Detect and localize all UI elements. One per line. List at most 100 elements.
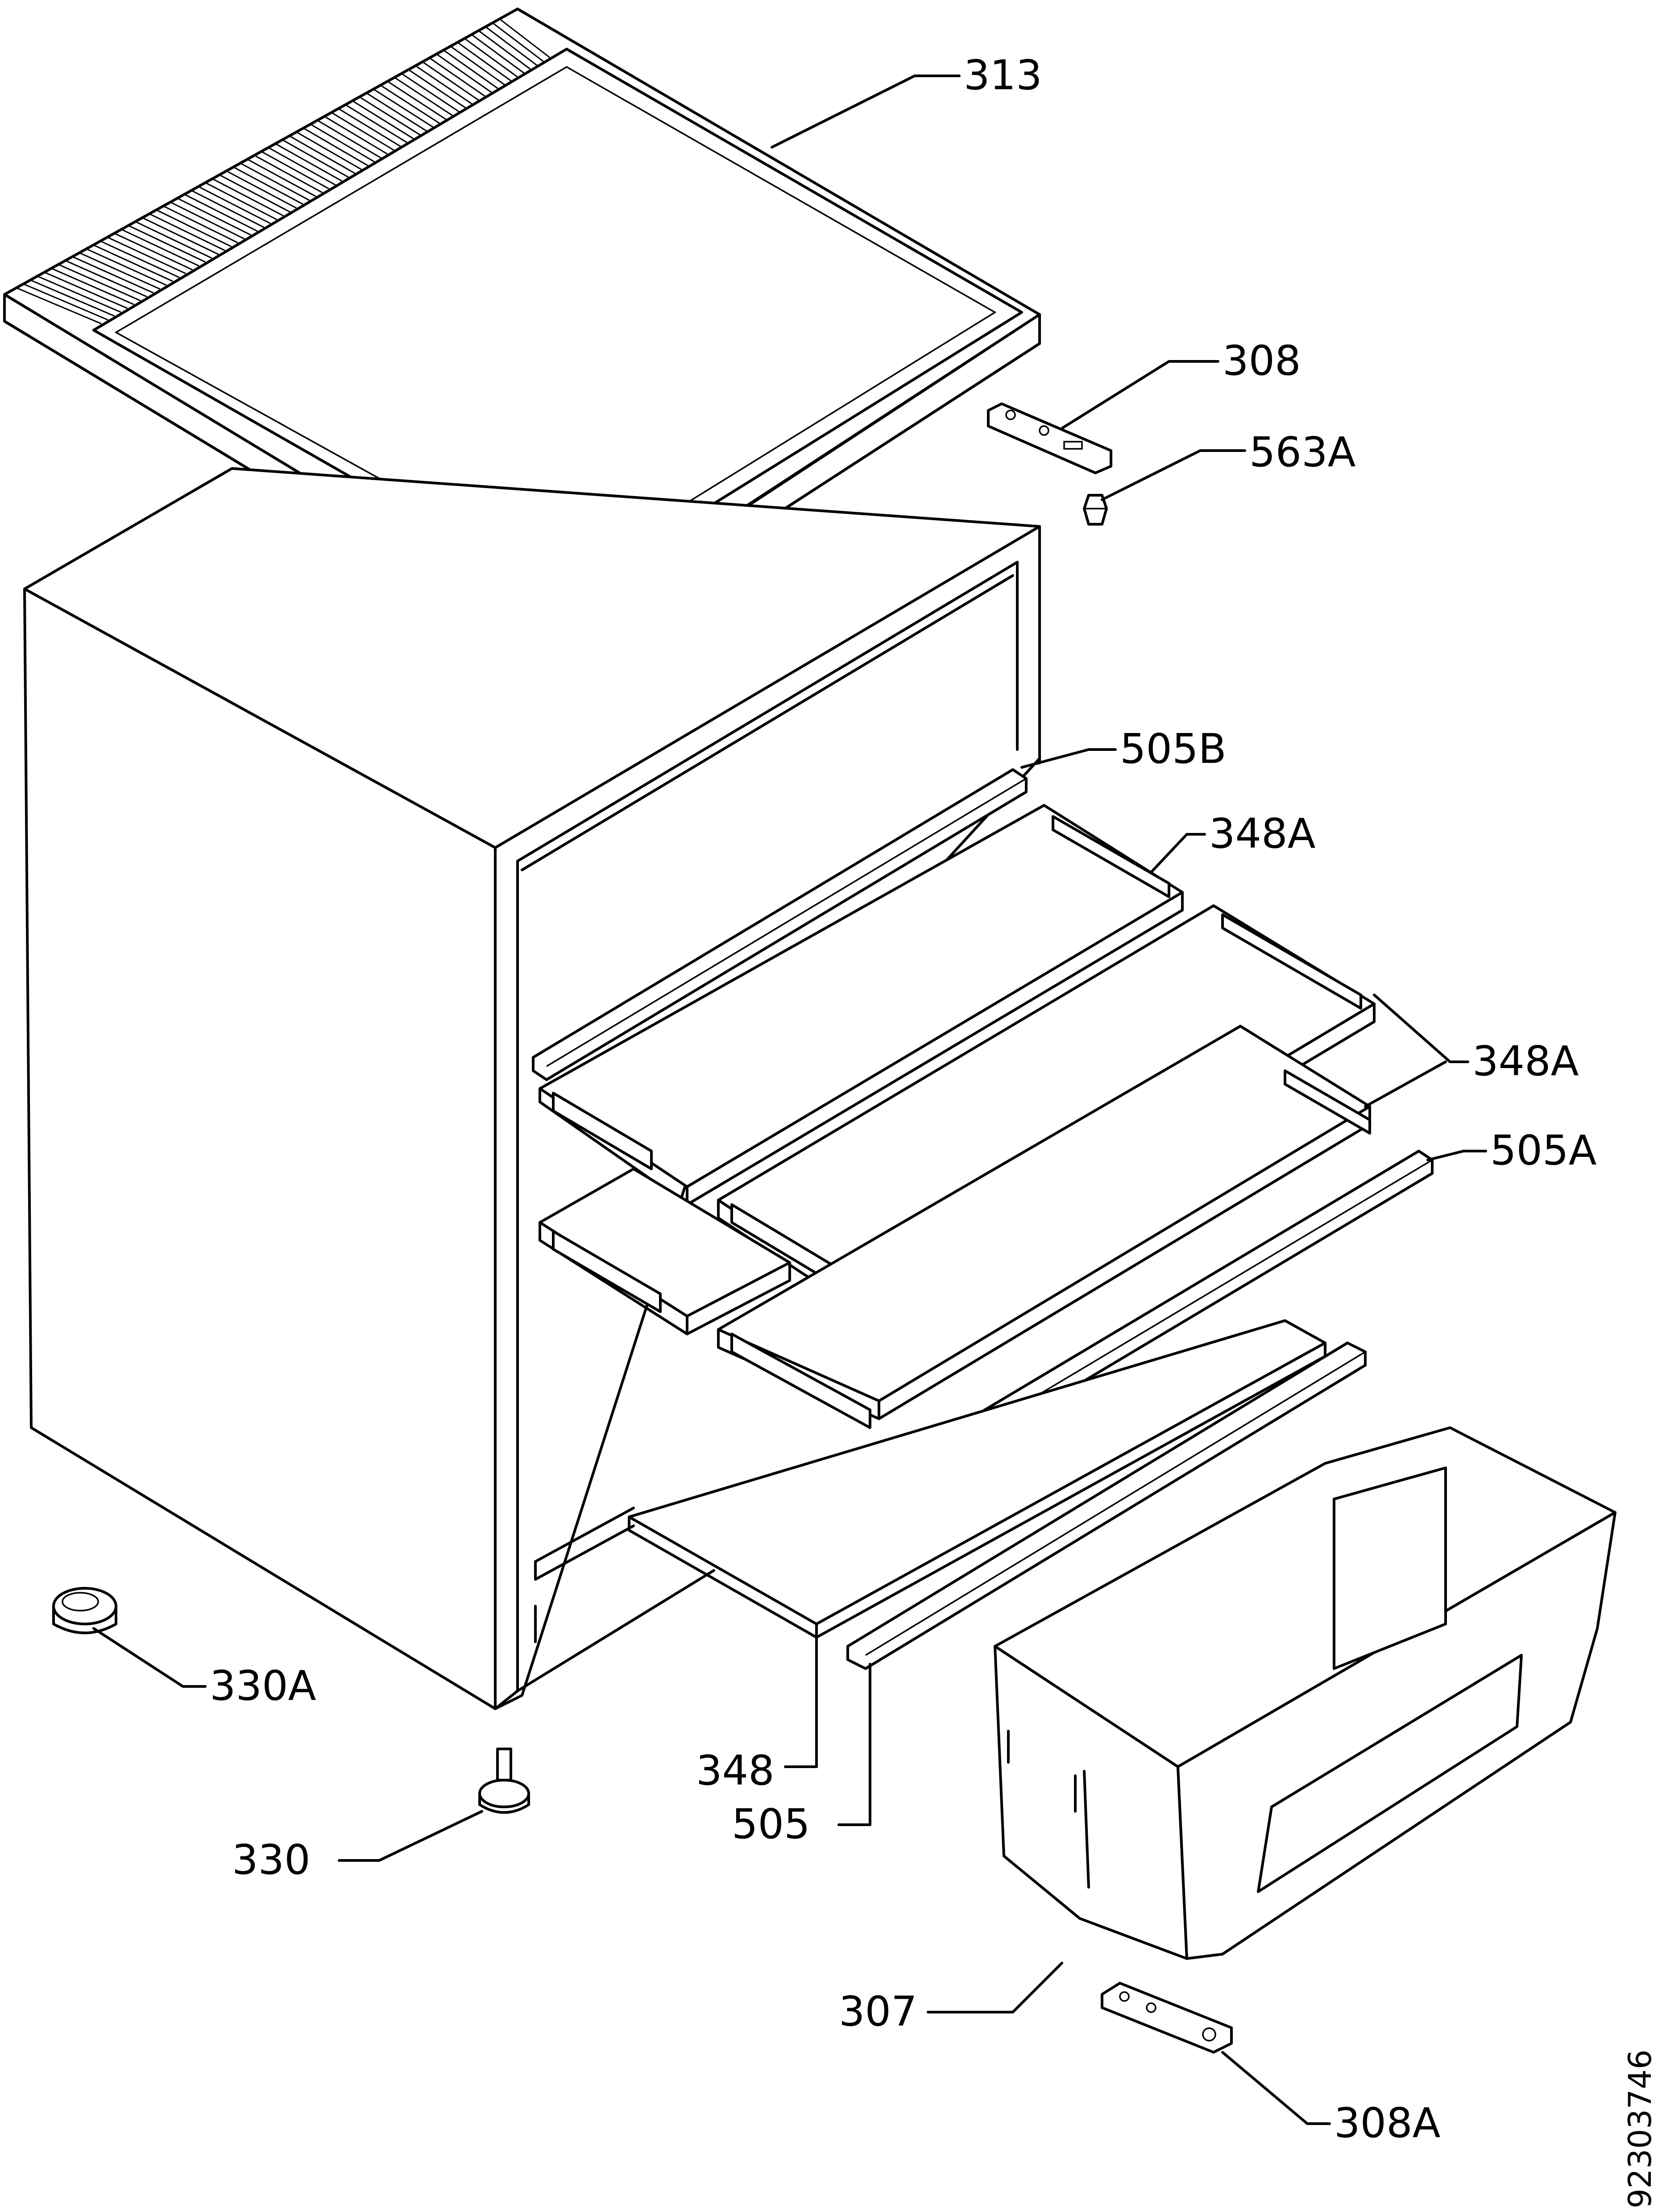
grille-slot	[227, 170, 297, 209]
top-cover	[3, 8, 1041, 657]
grille-slot	[318, 120, 381, 159]
grille-slot	[325, 116, 388, 155]
grille-slot	[437, 54, 492, 93]
grille-slot	[472, 35, 525, 74]
grille-slot	[58, 264, 141, 302]
label-313: 313	[964, 51, 1042, 99]
grille-slot	[220, 174, 290, 213]
label-348a-upper: 348A	[1209, 810, 1316, 857]
grille-slot	[199, 186, 271, 224]
grille-slot	[374, 89, 434, 128]
grille-slot	[192, 190, 265, 228]
grille-slot	[72, 256, 154, 294]
grille-slot	[409, 70, 466, 108]
grille-slot	[23, 283, 108, 321]
label-505: 505	[732, 1800, 810, 1848]
glass-shelf-lower-left	[539, 1168, 791, 1335]
grille-slot	[500, 19, 551, 58]
foot-cap-330a	[52, 1587, 117, 1634]
grille-slot	[402, 74, 460, 112]
drawing-number: 92303746	[1622, 2050, 1658, 2208]
grille-slot	[465, 38, 518, 78]
grille-slot	[283, 140, 349, 178]
grille-slot	[248, 159, 316, 197]
grille-slot	[276, 143, 343, 182]
lower-hinge-308a	[1101, 1982, 1233, 2054]
grille-slot	[37, 276, 121, 313]
label-505b: 505B	[1120, 725, 1227, 773]
grille-slot	[164, 206, 238, 244]
grille-slot	[206, 182, 278, 220]
label-307: 307	[839, 1988, 917, 2035]
grille-slot	[143, 217, 219, 255]
grille-slot	[79, 252, 161, 290]
label-505a: 505A	[1490, 1127, 1597, 1174]
grille-slot	[94, 244, 174, 282]
grille-slot	[360, 97, 421, 136]
leader-lines	[92, 75, 1487, 2125]
grille-slot	[170, 202, 245, 240]
upper-hinge-308	[987, 402, 1112, 474]
part-labels: 313 308 563A 505B 348A 348A 505A 348 505…	[210, 51, 1658, 2208]
grille-slot	[353, 101, 414, 140]
grille-slot	[115, 233, 193, 271]
top-cover-vent-grille	[17, 19, 551, 325]
grille-slot	[444, 50, 499, 89]
grille-slot	[255, 155, 323, 194]
grille-slot	[458, 42, 512, 82]
cabinet-body	[23, 467, 1041, 1710]
foot-330	[478, 1748, 530, 1814]
grille-slot	[423, 62, 479, 101]
grille-slot	[178, 198, 252, 236]
hinge-pin-563a	[1083, 494, 1108, 526]
grille-slot	[297, 132, 362, 170]
grille-slot	[51, 268, 134, 305]
grille-slot	[451, 46, 505, 86]
grille-slot	[136, 221, 212, 259]
grille-slot	[66, 260, 147, 298]
label-308a: 308A	[1334, 2099, 1441, 2147]
grille-slot	[269, 147, 336, 186]
grille-slot	[87, 249, 167, 286]
label-348: 348	[696, 1747, 775, 1794]
grille-slot	[493, 23, 544, 62]
label-330: 330	[232, 1836, 311, 1884]
grille-slot	[234, 167, 303, 205]
grille-slot	[304, 128, 369, 166]
label-308: 308	[1223, 337, 1301, 385]
grille-slot	[108, 236, 187, 274]
grille-slot	[479, 31, 531, 70]
crisper-drawer-307	[994, 1426, 1616, 1960]
label-348a-middle: 348A	[1472, 1037, 1579, 1085]
grille-slot	[381, 85, 440, 124]
grille-slot	[416, 66, 472, 105]
grille-slot	[17, 287, 102, 325]
grille-slot	[367, 93, 427, 132]
grille-slot	[339, 108, 401, 147]
grille-slot	[100, 240, 180, 278]
label-563a: 563A	[1249, 428, 1356, 476]
label-330a: 330A	[210, 1662, 316, 1710]
grille-slot	[346, 104, 407, 143]
glass-shelf-lower-right	[717, 1025, 1371, 1429]
grille-slot	[241, 163, 310, 201]
grille-slot	[185, 194, 258, 232]
grille-slot	[332, 112, 394, 151]
grille-slot	[388, 81, 447, 120]
grille-slot	[213, 178, 284, 217]
shelf-rail-505b	[532, 768, 1028, 1081]
grille-slot	[311, 124, 375, 162]
grille-slot	[128, 225, 206, 263]
grille-slot	[121, 229, 199, 267]
grille-slot	[486, 27, 538, 66]
grille-slot	[157, 210, 232, 248]
grille-slot	[45, 272, 128, 309]
grille-slot	[430, 58, 485, 97]
grille-slot	[30, 279, 115, 317]
grille-slot	[395, 77, 453, 116]
grille-slot	[262, 151, 330, 190]
grille-slot	[149, 213, 225, 251]
grille-slot	[290, 136, 356, 174]
shelf-rail-505	[846, 1342, 1367, 1670]
